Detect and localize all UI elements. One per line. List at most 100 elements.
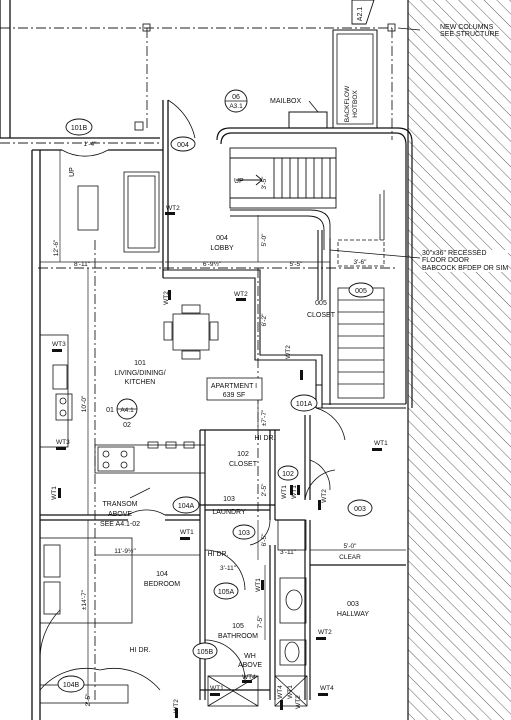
stair-up-label: UP bbox=[234, 178, 244, 185]
tag-105b: 105B bbox=[197, 649, 214, 656]
room-104-name: BEDROOM bbox=[144, 581, 180, 588]
new-columns-note: NEW COLUMNS SEE STRUCTURE bbox=[440, 24, 499, 39]
room-102-number: 102 bbox=[237, 451, 249, 458]
transom-note-1: TRANSOM bbox=[103, 501, 138, 508]
dimension-text: 8'-11" bbox=[74, 261, 91, 268]
wall-type-label: WT2 bbox=[321, 489, 328, 503]
wall-type-label: WT2 bbox=[166, 205, 180, 212]
stairs bbox=[229, 147, 337, 250]
room-102-name: CLOSET bbox=[229, 461, 258, 468]
room-005-number: 005 bbox=[315, 300, 327, 307]
wh-note-1: WH bbox=[244, 653, 256, 660]
tag-a21: A2.1 bbox=[357, 7, 364, 22]
tag-105a: 105A bbox=[218, 589, 235, 596]
dimension-text: 6'-5" bbox=[261, 533, 268, 547]
wall-type-label: WT4 bbox=[242, 674, 256, 681]
room-103-name: LAUNDRY bbox=[212, 509, 246, 516]
wall-type-label: WT2 bbox=[285, 345, 292, 359]
wall-type-label: WT2 bbox=[234, 291, 248, 298]
room-004-name: LOBBY bbox=[210, 245, 234, 252]
wall-type-label: WT2 bbox=[295, 695, 302, 709]
dimension-text: 5'-0" bbox=[261, 233, 268, 247]
dimension-text: 6'-2" bbox=[261, 313, 268, 327]
wall-type-label: WT3 bbox=[56, 439, 70, 446]
tag-102: 102 bbox=[282, 471, 294, 478]
tag-004: 004 bbox=[177, 142, 189, 149]
entry-up-label: UP bbox=[69, 167, 76, 177]
wall-type-label: WT1 bbox=[287, 685, 294, 699]
tag-103: 103 bbox=[238, 530, 250, 537]
room-103-number: 103 bbox=[223, 496, 235, 503]
tag-a41: A4.1 bbox=[120, 407, 134, 414]
dimension-text: 3'-11" bbox=[280, 549, 297, 556]
room-003-number: 003 bbox=[347, 601, 359, 608]
tag-a31: A3.1 bbox=[229, 103, 243, 110]
room-004-number: 004 bbox=[216, 235, 228, 242]
tag-shapes bbox=[57, 0, 375, 693]
dimension-text: ±7'-7" bbox=[261, 409, 268, 426]
hi-dr-note-1: HI DR. bbox=[255, 435, 276, 442]
hi-dr-note-2: HI DR. bbox=[208, 551, 229, 558]
tag-104b: 104B bbox=[63, 682, 80, 689]
dimension-text: 3'-11" bbox=[220, 565, 237, 572]
wall-type-label: WT2 bbox=[318, 629, 332, 636]
room-104-number: 104 bbox=[156, 571, 168, 578]
tag-01: 01 bbox=[106, 407, 114, 414]
wall-type-label: WT4 bbox=[320, 685, 334, 692]
grid-lines bbox=[0, 27, 395, 700]
recessed-floor-door-note: 30"x36" RECESSED FLOOR DOOR BABCOCK BFDE… bbox=[422, 250, 509, 273]
column-markers bbox=[134, 23, 396, 131]
recessed-door-line1: 30"x36" RECESSED bbox=[422, 250, 487, 257]
dimension-text: CLEAR bbox=[339, 554, 361, 561]
dimension-text: 5'-5" bbox=[290, 261, 304, 268]
door-swings bbox=[39, 99, 346, 691]
dimension-text: 2'-5" bbox=[261, 483, 268, 497]
leader-lines bbox=[129, 27, 421, 499]
wall-type-label: WT4 bbox=[277, 685, 284, 699]
partition-walls bbox=[163, 230, 406, 409]
wall-type-label: WT1 bbox=[51, 486, 58, 500]
tag-101a: 101A bbox=[296, 401, 313, 408]
room-101-name-line1: LIVING/DINING/ bbox=[114, 370, 165, 377]
wall-type-label: WT1 bbox=[180, 529, 194, 536]
existing-wall-hatch bbox=[408, 0, 511, 720]
dimension-text: ±14'-7" bbox=[81, 589, 88, 610]
room-003-name: HALLWAY bbox=[337, 611, 369, 618]
room-005-name: CLOSET bbox=[307, 312, 336, 319]
wall-type-label: WT2 bbox=[163, 291, 170, 305]
tag-02: 02 bbox=[123, 422, 131, 429]
room-101-number: 101 bbox=[134, 360, 146, 367]
wall-type-label: WT1 bbox=[255, 578, 262, 592]
dimension-text: 10'-0" bbox=[81, 395, 88, 412]
room-105-number: 105 bbox=[232, 623, 244, 630]
tag-06: 06 bbox=[232, 94, 240, 101]
hi-dr-note-3: HI DR. bbox=[130, 647, 151, 654]
wall-type-label: WT2 bbox=[173, 699, 180, 713]
mailbox-label: MAILBOX bbox=[270, 98, 301, 105]
room-105-name: BATHROOM bbox=[218, 633, 258, 640]
wh-note-2: ABOVE bbox=[238, 662, 262, 669]
transom-note-3: SEE A4.1-02 bbox=[100, 521, 140, 528]
dimension-text: 3'-5" bbox=[261, 176, 268, 190]
room-101-name-line2: KITCHEN bbox=[125, 379, 156, 386]
labels: A2.1 101B 004 06 A3.1 005 101A 102 003 1… bbox=[51, 7, 388, 713]
dimension-text: 6'-9½" bbox=[203, 260, 222, 268]
dimension-text: 7'-5" bbox=[257, 615, 264, 629]
wall-type-label: WT1 bbox=[210, 685, 224, 692]
apartment-area: 639 SF bbox=[223, 392, 246, 399]
wall-type-label: WT1 bbox=[374, 440, 388, 447]
dimension-text: 1'-4" bbox=[84, 141, 98, 148]
tag-005: 005 bbox=[355, 288, 367, 295]
tag-101b: 101B bbox=[71, 125, 88, 132]
tag-003: 003 bbox=[354, 506, 366, 513]
dimension-text: 11'-9½" bbox=[114, 547, 136, 555]
new-columns-note-line1: NEW COLUMNS bbox=[440, 24, 494, 31]
backflow-label-2: HOTBOX bbox=[352, 90, 359, 118]
wall-type-label: WT1 bbox=[291, 485, 298, 499]
dimension-text: 12'-6" bbox=[53, 239, 60, 256]
apartment-name: APARTMENT I bbox=[211, 383, 257, 390]
transom-note-2: ABOVE bbox=[108, 511, 132, 518]
wall-type-label: WT1 bbox=[281, 485, 288, 499]
